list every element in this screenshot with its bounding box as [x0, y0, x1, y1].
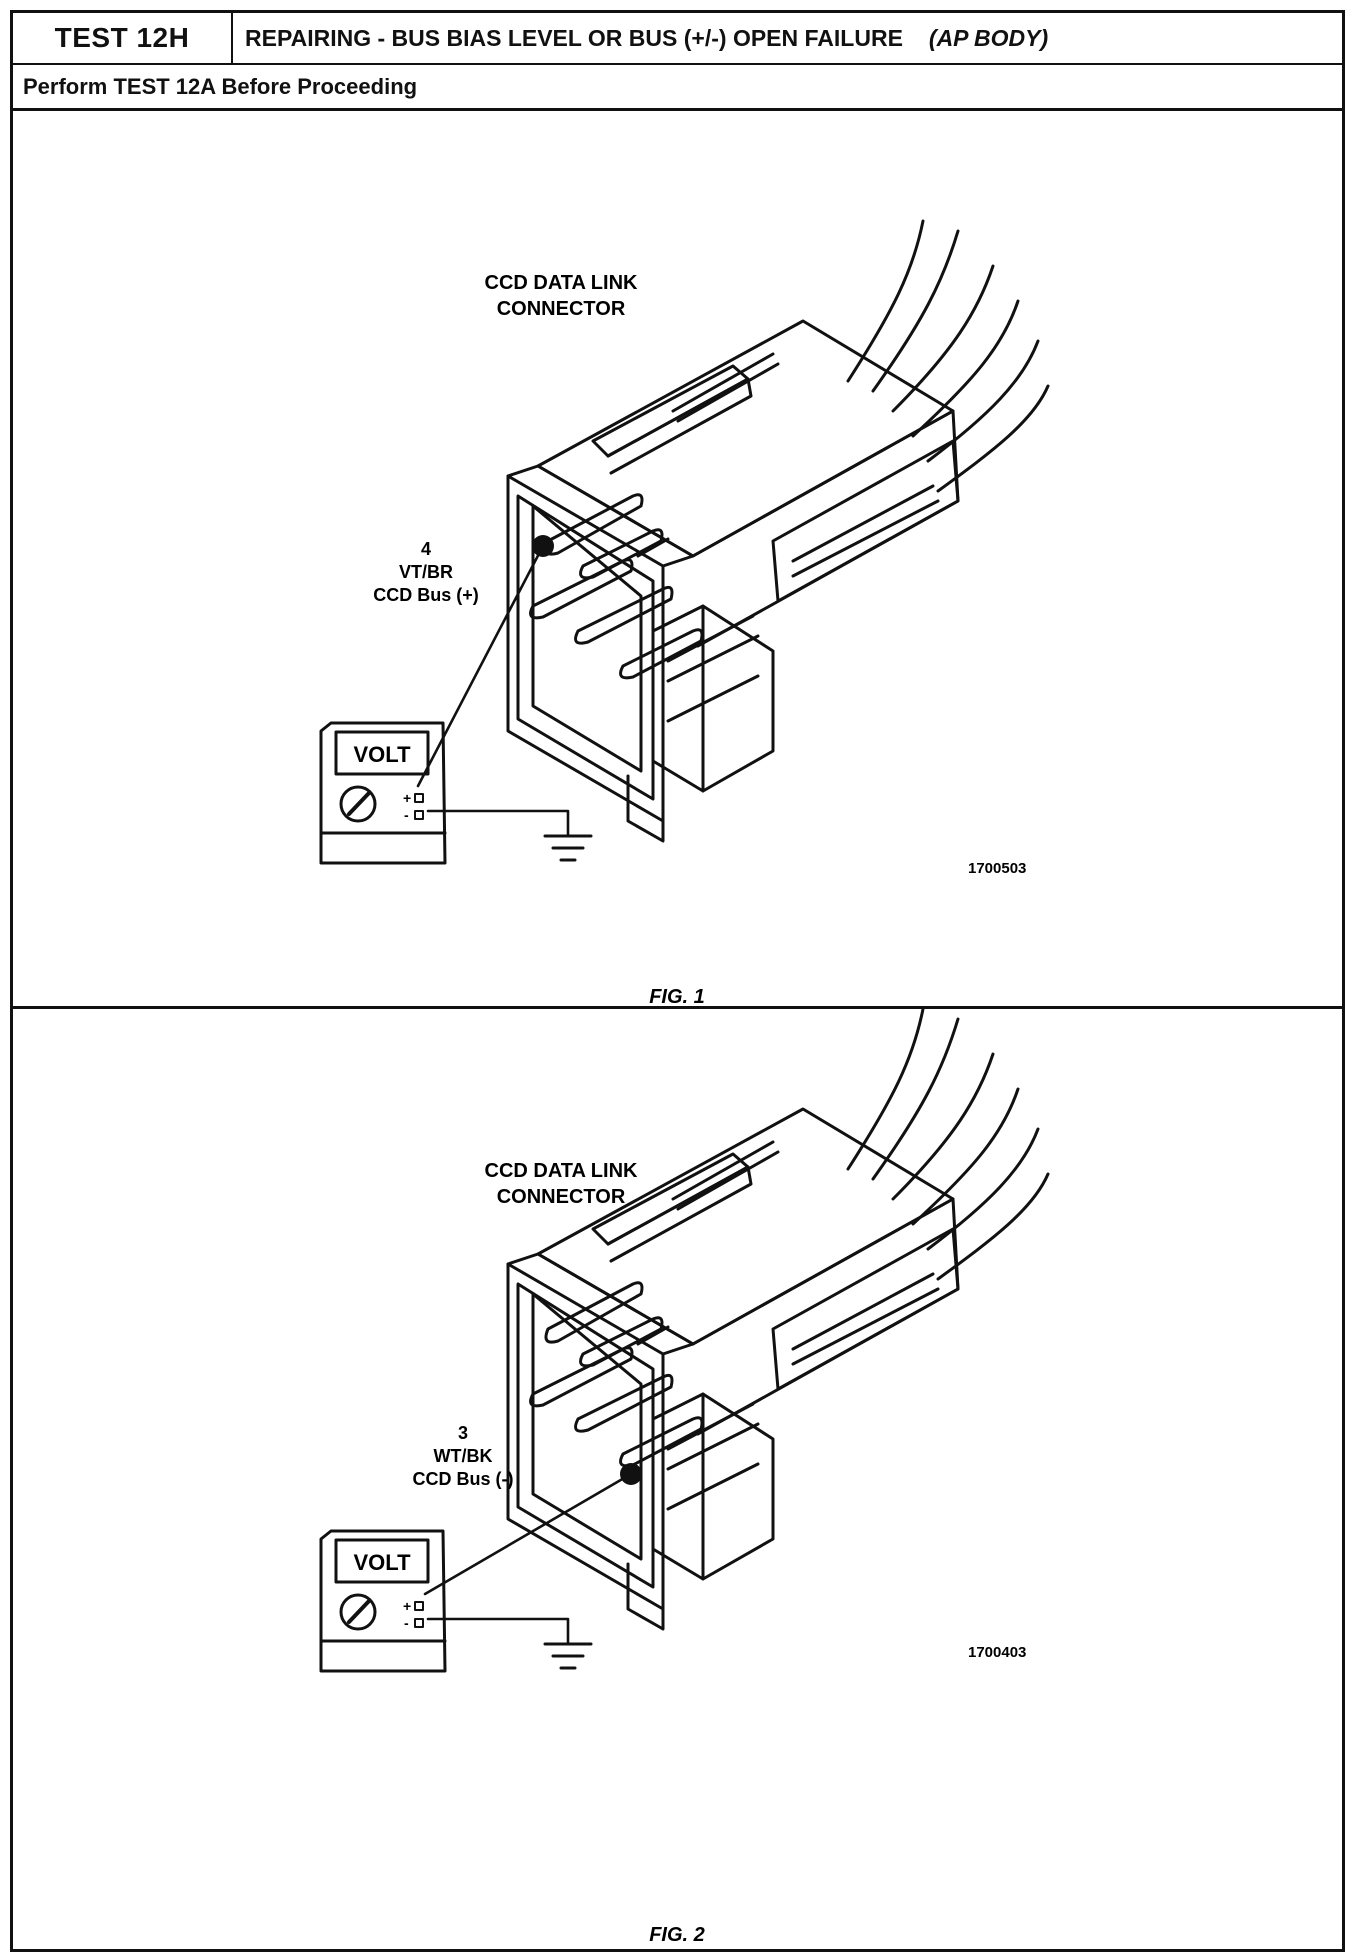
pin-number: 3: [458, 1423, 468, 1443]
ground-symbol: [543, 834, 593, 862]
figure-2: CCD DATA LINK CONNECTOR 3 WT/BK CCD Bus …: [319, 1009, 1050, 1946]
probe-lead-positive: [423, 1472, 633, 1596]
circuit-name: CCD Bus (+): [373, 585, 479, 605]
document-frame: TEST 12H REPAIRING - BUS BIAS LEVEL OR B…: [10, 10, 1345, 1952]
test-id: TEST 12H: [13, 13, 233, 63]
part-number: 1700403: [968, 1644, 1026, 1661]
probe-tip: [620, 1463, 642, 1485]
meter-negative-label: -: [404, 1615, 409, 1631]
probe-lead-negative: [426, 1617, 570, 1646]
connector-body: [506, 1009, 1050, 1631]
connector-label-line1: CCD DATA LINK: [485, 272, 638, 294]
pin-number: 4: [421, 539, 431, 559]
voltmeter: [319, 1529, 447, 1673]
meter-positive-label: +: [403, 1598, 411, 1614]
voltmeter: [319, 721, 447, 865]
connector-label-line2: CONNECTOR: [497, 298, 626, 320]
figure-divider: [13, 1006, 1342, 1009]
probe-tip: [532, 535, 554, 557]
meter-label: VOLT: [353, 742, 411, 767]
figure-1: CCD DATA LINK CONNECTOR 4 VT/BR CCD Bus …: [319, 219, 1050, 1006]
meter-label: VOLT: [353, 1550, 411, 1575]
part-number: 1700503: [968, 860, 1026, 877]
prerequisite-note: Perform TEST 12A Before Proceeding: [13, 65, 1342, 111]
probe-lead-negative: [426, 809, 570, 838]
test-header: TEST 12H REPAIRING - BUS BIAS LEVEL OR B…: [13, 13, 1342, 65]
connector-label-line2: CONNECTOR: [497, 1186, 626, 1208]
connector-body: [506, 219, 1050, 843]
meter-negative-label: -: [404, 807, 409, 823]
test-title-row: REPAIRING - BUS BIAS LEVEL OR BUS (+/-) …: [233, 13, 1342, 63]
figure-caption: FIG. 1: [649, 986, 705, 1006]
test-title: REPAIRING - BUS BIAS LEVEL OR BUS (+/-) …: [245, 24, 903, 51]
probe-lead-positive: [416, 544, 545, 788]
circuit-name: CCD Bus (-): [413, 1469, 514, 1489]
figure-caption: FIG. 2: [649, 1924, 705, 1946]
connector-label-line1: CCD DATA LINK: [485, 1160, 638, 1182]
meter-positive-label: +: [403, 790, 411, 806]
body-tag: (AP BODY): [928, 24, 1049, 51]
ground-symbol: [543, 1642, 593, 1670]
wire-color: WT/BK: [434, 1446, 493, 1466]
wire-color: VT/BR: [399, 562, 453, 582]
